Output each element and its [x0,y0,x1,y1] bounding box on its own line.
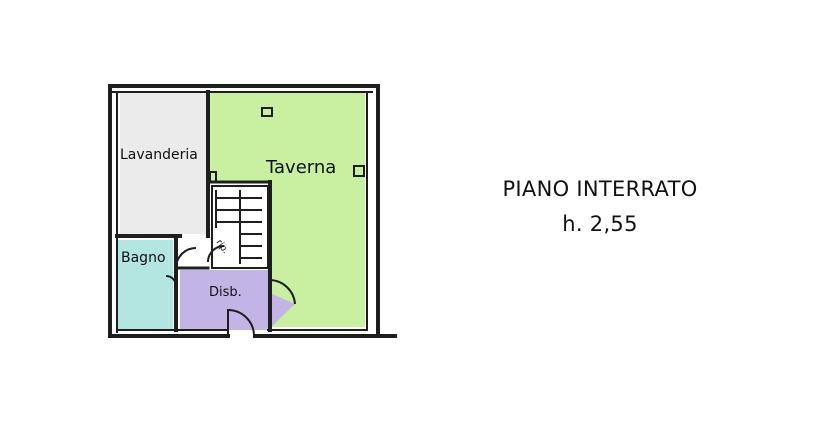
room-disimpegno [180,270,295,330]
room-bagno [118,240,173,330]
ceiling-height: h. 2,55 [562,212,638,236]
label-taverna: Taverna [265,157,336,178]
staircase [211,185,269,269]
label-lavanderia: Lavanderia [120,147,198,163]
room-taverna [208,92,365,327]
room-lavanderia [120,92,208,234]
label-disimpegno: Disb. [209,285,242,300]
label-bagno: Bagno [121,250,166,266]
plan-title: PIANO INTERRATO [502,177,698,201]
walls [108,84,397,338]
doors [165,245,296,337]
